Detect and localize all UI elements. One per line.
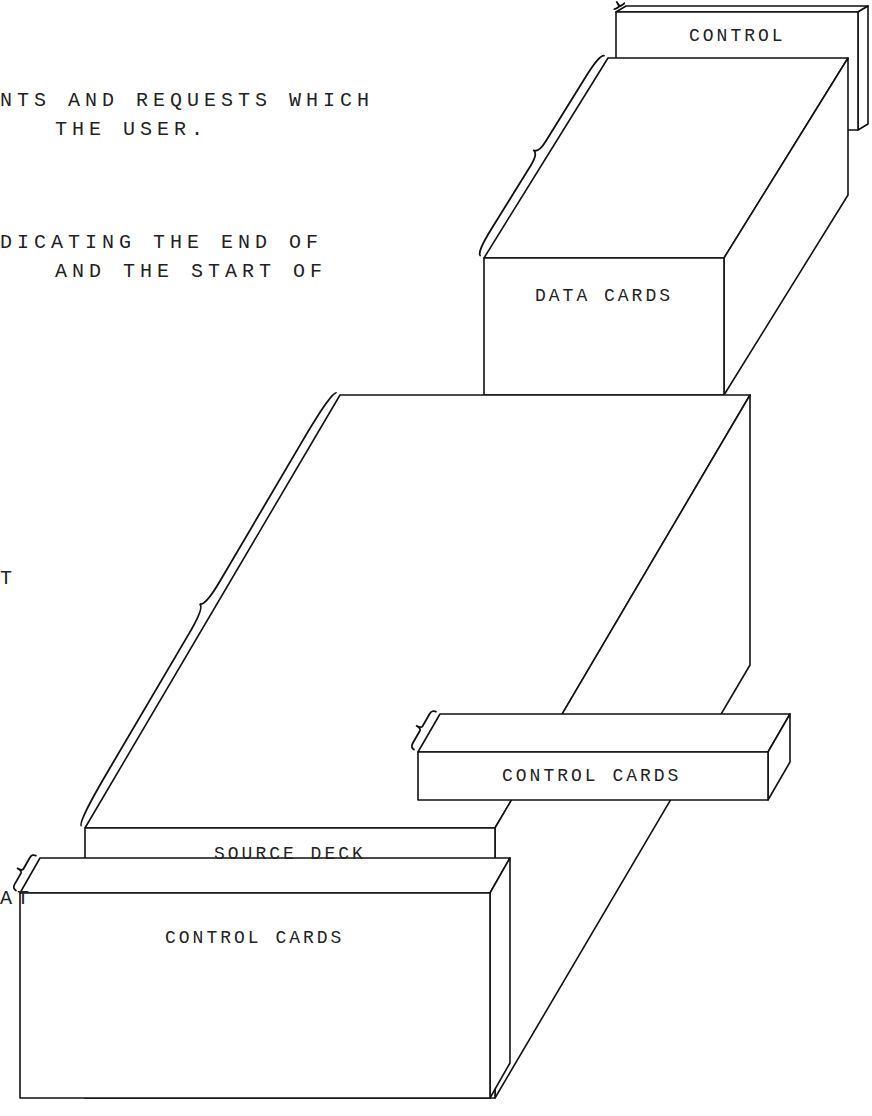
card-deck bbox=[20, 858, 510, 1098]
deck-label: CONTROL CARDS bbox=[157, 924, 352, 952]
deck-front-face bbox=[484, 258, 724, 395]
side-note: T bbox=[0, 564, 120, 593]
deck-side-face bbox=[490, 858, 510, 1098]
deck-label: DATA CARDS bbox=[527, 282, 681, 310]
deck-label: SOURCE DECK bbox=[206, 840, 374, 868]
bracket bbox=[14, 855, 37, 891]
deck-label: CONTROL bbox=[681, 22, 794, 50]
deck-name: DATA CARDS bbox=[535, 286, 673, 306]
deck-side-face bbox=[858, 6, 868, 130]
bracket bbox=[480, 56, 605, 256]
deck-name: SOURCE DECK bbox=[214, 844, 366, 864]
deck-name: CONTROL CARDS bbox=[502, 766, 681, 786]
deck-name: CONTROL bbox=[689, 26, 786, 46]
deck-side-face bbox=[768, 714, 790, 800]
side-note: DICATING THE END OF AND THE START OF bbox=[0, 228, 380, 286]
side-note: AT bbox=[0, 884, 120, 913]
deck-top-face bbox=[616, 6, 868, 12]
card-deck bbox=[484, 58, 848, 395]
deck-front-face bbox=[20, 893, 490, 1098]
side-note: NTS AND REQUESTS WHICH THE USER. bbox=[0, 86, 400, 144]
deck-side-face bbox=[724, 58, 848, 395]
deck-front-face bbox=[418, 752, 768, 800]
card-deck bbox=[418, 714, 790, 800]
deck-label: CONTROL CARDS bbox=[494, 762, 689, 790]
bracket bbox=[614, 1, 624, 9]
bracket bbox=[412, 711, 437, 750]
deck-name: CONTROL CARDS bbox=[165, 928, 344, 948]
bracket bbox=[81, 393, 337, 826]
deck-top-face bbox=[418, 714, 790, 752]
